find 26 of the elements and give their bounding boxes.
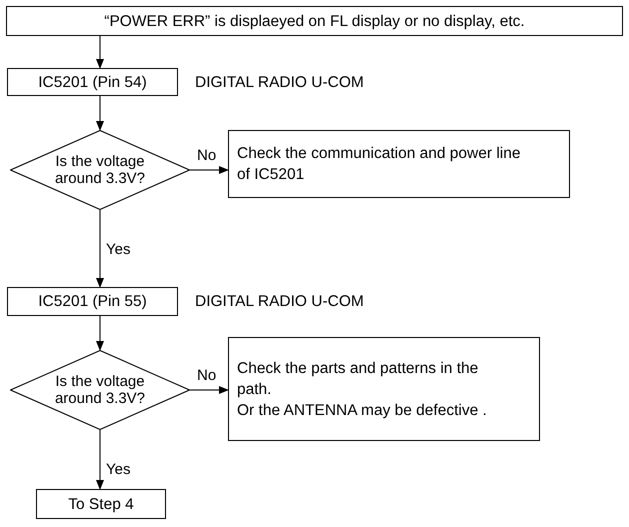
edge-label: Yes bbox=[106, 462, 130, 477]
box-text: Or the ANTENNA may be defective . bbox=[237, 400, 487, 420]
arrow bbox=[96, 430, 104, 490]
arrow bbox=[96, 96, 104, 131]
process-box bbox=[36, 489, 166, 519]
process-box bbox=[228, 337, 540, 441]
decision-text: Is the voltage around 3.3V? bbox=[54, 153, 146, 187]
box-text: IC5201 (Pin 55) bbox=[38, 292, 147, 312]
process-box bbox=[228, 130, 570, 198]
arrow bbox=[96, 316, 104, 351]
box-text: Check the communication and power line of IC5201 bbox=[237, 144, 522, 185]
box-text: Check the parts and patterns in the path. bbox=[237, 358, 480, 400]
arrow bbox=[96, 210, 104, 288]
edge-label: No bbox=[197, 148, 216, 163]
component-label: DIGITAL RADIO U-COM bbox=[195, 73, 364, 93]
box-text: IC5201 (Pin 54) bbox=[38, 72, 147, 92]
arrow bbox=[190, 166, 229, 174]
arrow bbox=[190, 386, 229, 394]
box-text: To Step 4 bbox=[68, 494, 134, 514]
edge-label: Yes bbox=[106, 242, 130, 257]
arrow bbox=[96, 36, 104, 69]
box-text: “POWER ERR” is displaeyed on FL display or no display, etc. bbox=[104, 12, 525, 32]
process-box bbox=[6, 6, 623, 36]
edge-label: No bbox=[197, 368, 216, 383]
decision-text: Is the voltage around 3.3V? bbox=[54, 373, 146, 407]
component-label: DIGITAL RADIO U-COM bbox=[195, 292, 364, 312]
